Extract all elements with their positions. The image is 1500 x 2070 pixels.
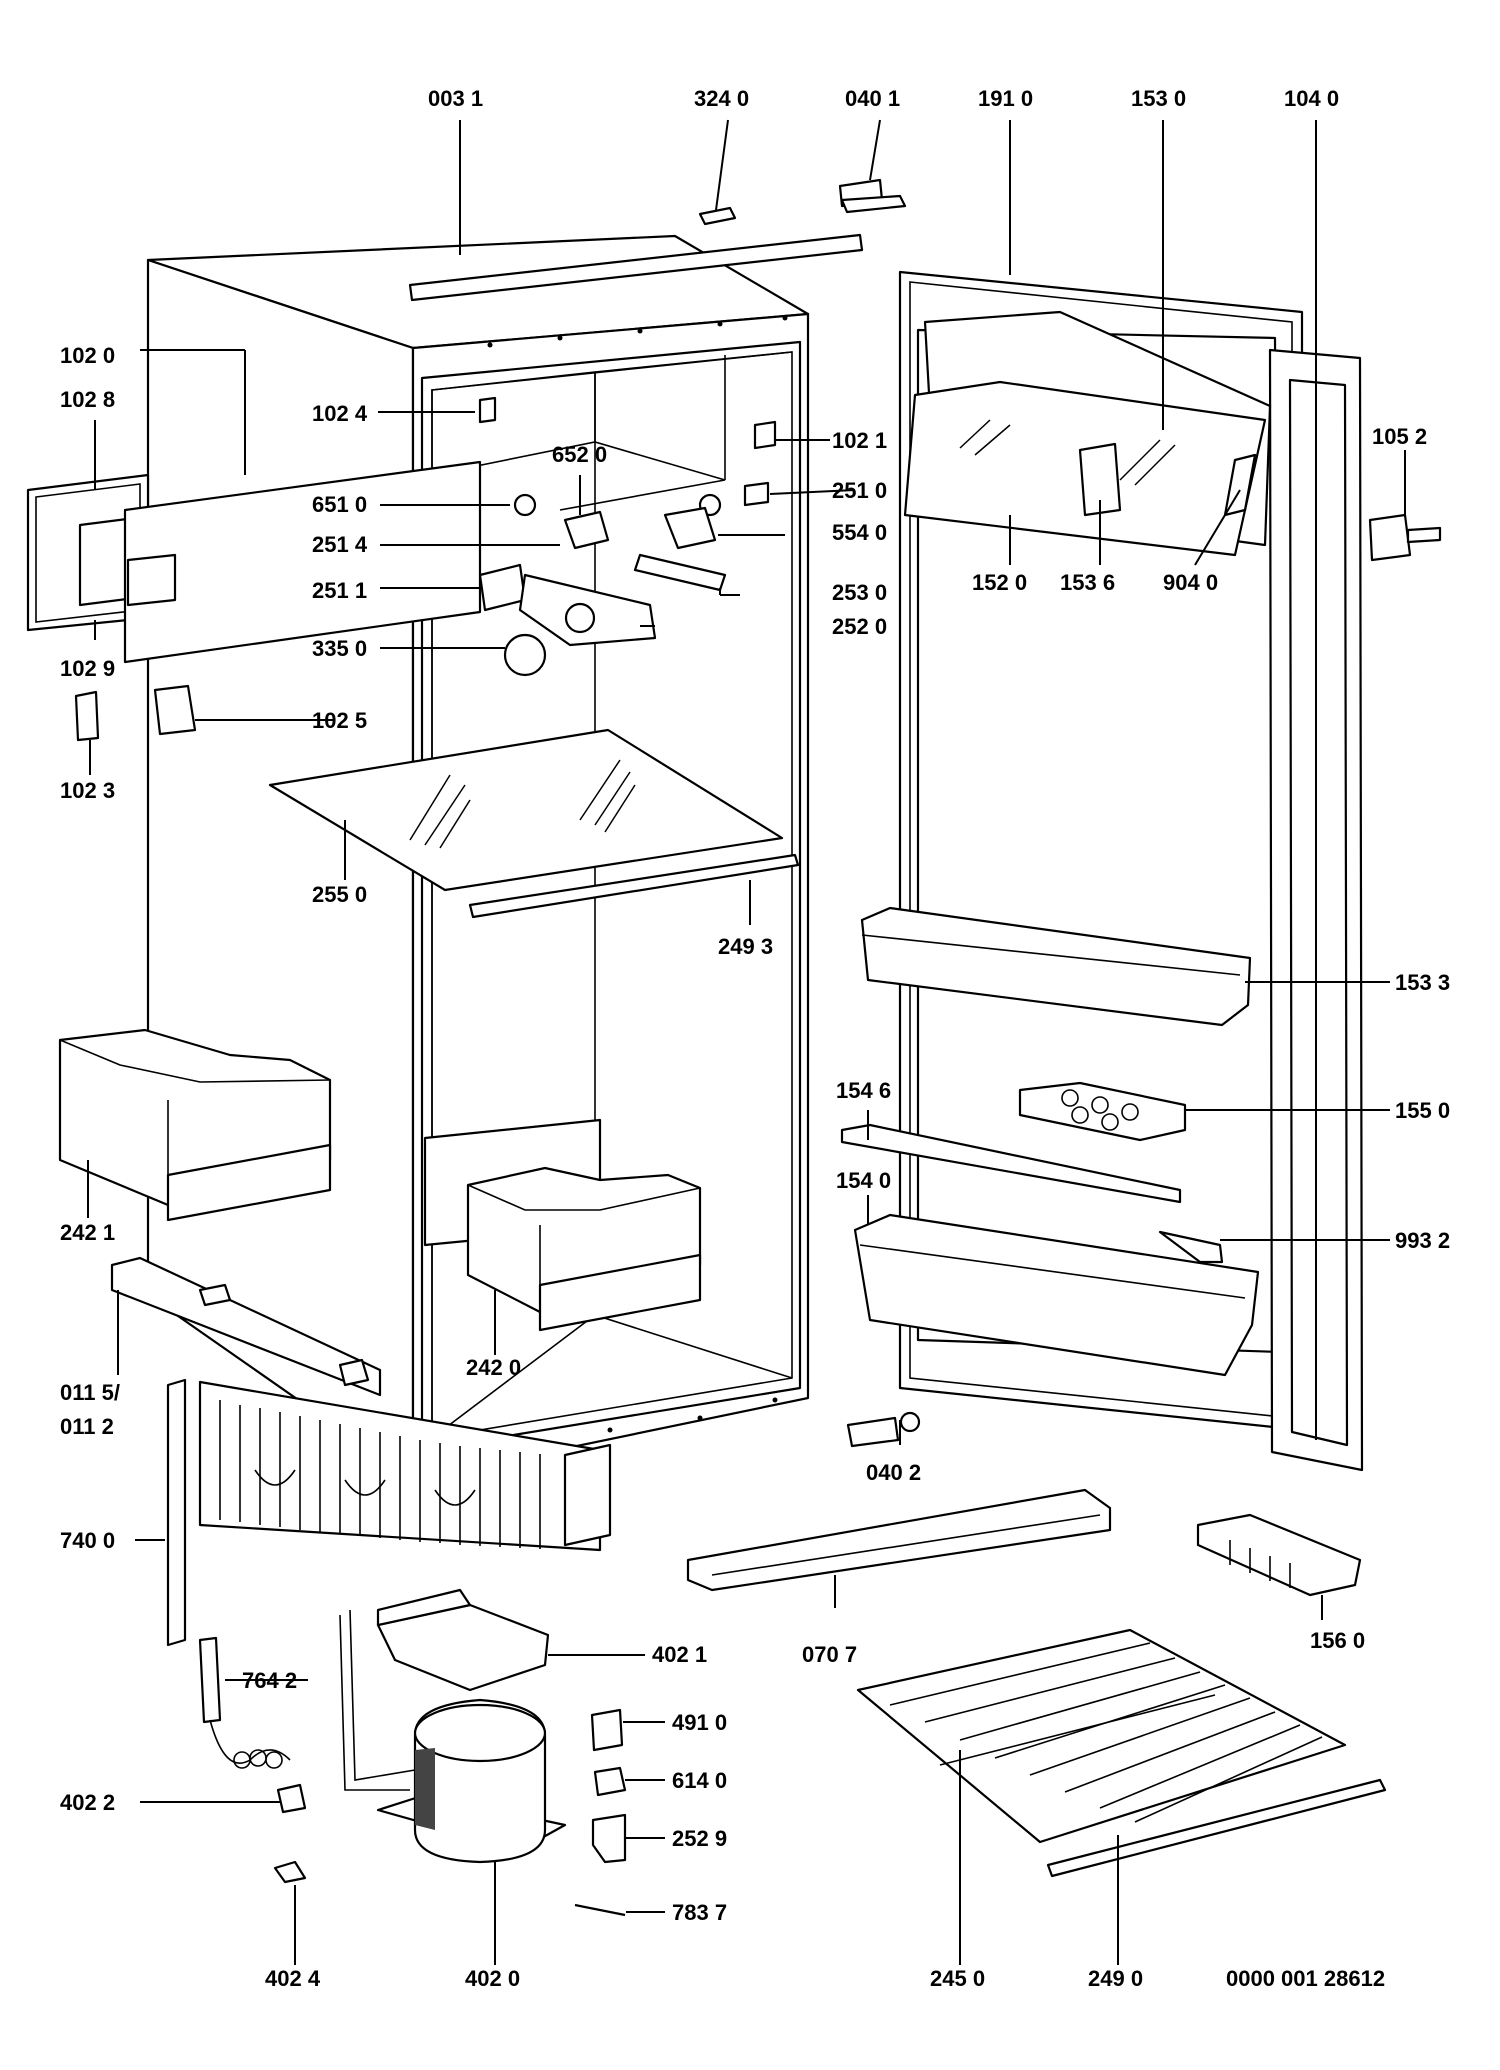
leader-lines bbox=[87, 119, 1406, 1965]
label-070-7: 070 7 bbox=[802, 1642, 858, 1667]
label-491-0: 491 0 bbox=[672, 1710, 728, 1735]
capillary-tube bbox=[198, 1636, 291, 1769]
label-614-0: 614 0 bbox=[672, 1768, 728, 1793]
label-102-4: 102 4 bbox=[312, 401, 368, 426]
bottom-trim bbox=[110, 1256, 382, 1397]
label-242-0: 242 0 bbox=[466, 1355, 522, 1380]
rear-bracket-right bbox=[563, 1443, 612, 1547]
label-402-4: 402 4 bbox=[265, 1966, 321, 1991]
document-id: 0000 001 28612 bbox=[1226, 1966, 1386, 1991]
label-651-0: 651 0 bbox=[312, 492, 368, 517]
label-402-1: 402 1 bbox=[652, 1642, 708, 1667]
label-153-6: 153 6 bbox=[1060, 570, 1116, 595]
compressor bbox=[339, 1609, 567, 1864]
label-252-0: 252 0 bbox=[832, 614, 888, 639]
label-652-0: 652 0 bbox=[552, 442, 608, 467]
label-102-0: 102 0 bbox=[60, 343, 116, 368]
top-hinge bbox=[838, 178, 907, 214]
label-102-5: 102 5 bbox=[312, 708, 368, 733]
label-764-2: 764 2 bbox=[242, 1668, 298, 1693]
top-rail bbox=[408, 233, 864, 302]
label-402-0: 402 0 bbox=[465, 1966, 521, 1991]
cover-block bbox=[153, 684, 197, 736]
label-105-2: 105 2 bbox=[1372, 424, 1428, 449]
label-153-0: 153 0 bbox=[1131, 86, 1187, 111]
door-assembly bbox=[840, 270, 1364, 1472]
rear-bracket bbox=[166, 1378, 187, 1647]
bottom-channel bbox=[686, 1488, 1112, 1592]
label-155-0: 155 0 bbox=[1395, 1098, 1451, 1123]
label-249-3: 249 3 bbox=[718, 934, 774, 959]
label-251-1: 251 1 bbox=[312, 578, 368, 603]
ice-tray bbox=[1196, 1513, 1362, 1597]
label-783-7: 783 7 bbox=[672, 1900, 728, 1925]
bottom-hinge bbox=[846, 1416, 900, 1448]
door-hinge-pin bbox=[1406, 526, 1442, 544]
clip-small bbox=[273, 1860, 307, 1884]
label-242-1: 242 1 bbox=[60, 1220, 116, 1245]
label-335-0: 335 0 bbox=[312, 636, 368, 661]
label-253-0: 253 0 bbox=[832, 580, 888, 605]
compressor-bracket-top bbox=[376, 1588, 472, 1627]
label-249-0: 249 0 bbox=[1088, 1966, 1144, 1991]
label-154-0: 154 0 bbox=[836, 1168, 892, 1193]
label-554-0: 554 0 bbox=[832, 520, 888, 545]
glass-shelf bbox=[268, 728, 784, 892]
label-152-0: 152 0 bbox=[972, 570, 1028, 595]
label-011-5: 011 5/ bbox=[60, 1380, 120, 1405]
label-251-4: 251 4 bbox=[312, 532, 368, 557]
wire-part bbox=[574, 1903, 626, 1917]
crisper-box-left bbox=[58, 1028, 332, 1222]
clip-part bbox=[698, 206, 737, 226]
grommet bbox=[276, 1783, 307, 1814]
label-191-0: 191 0 bbox=[978, 86, 1034, 111]
label-102-3: 102 3 bbox=[60, 778, 116, 803]
control-panel bbox=[26, 460, 482, 664]
label-003-1: 003 1 bbox=[428, 86, 484, 111]
label-153-3: 153 3 bbox=[1395, 970, 1451, 995]
label-255-0: 255 0 bbox=[312, 882, 368, 907]
shelf-trim-strip bbox=[468, 853, 800, 919]
label-011-2: 011 2 bbox=[60, 1414, 114, 1439]
wire-shelf bbox=[856, 1628, 1347, 1844]
bottom-hinge-pivot bbox=[899, 1411, 921, 1433]
label-993-2: 993 2 bbox=[1395, 1228, 1451, 1253]
clamp bbox=[591, 1813, 627, 1864]
label-102-8: 102 8 bbox=[60, 387, 116, 412]
relay bbox=[593, 1766, 627, 1797]
label-324-0: 324 0 bbox=[694, 86, 750, 111]
label-252-9: 252 9 bbox=[672, 1826, 728, 1851]
freezer-internals bbox=[478, 396, 777, 677]
label-251-0: 251 0 bbox=[832, 478, 888, 503]
label-102-9: 102 9 bbox=[60, 656, 116, 681]
relay-cover bbox=[590, 1708, 624, 1752]
label-740-0: 740 0 bbox=[60, 1528, 116, 1553]
label-040-2: 040 2 bbox=[866, 1460, 922, 1485]
label-154-6: 154 6 bbox=[836, 1078, 892, 1103]
label-402-2: 402 2 bbox=[60, 1790, 116, 1815]
label-102-1: 102 1 bbox=[832, 428, 888, 453]
label-904-0: 904 0 bbox=[1163, 570, 1219, 595]
shelf-front-strip bbox=[1046, 1778, 1387, 1878]
door-hinge bbox=[1368, 513, 1412, 562]
label-104-0: 104 0 bbox=[1284, 86, 1340, 111]
condenser-coil bbox=[198, 1380, 602, 1552]
label-245-0: 245 0 bbox=[930, 1966, 986, 1991]
hinge-clip bbox=[74, 690, 100, 742]
crisper-box-right bbox=[423, 1118, 702, 1332]
label-156-0: 156 0 bbox=[1310, 1628, 1366, 1653]
label-040-1: 040 1 bbox=[845, 86, 901, 111]
